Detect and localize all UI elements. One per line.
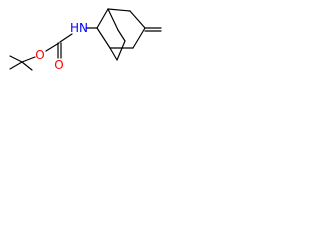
bond-tbu-c-o [21, 56, 36, 63]
bond-o-carbonyl-c [45, 42, 60, 52]
bond-c7-c8 [117, 29, 126, 42]
bond-c1-c8 [107, 8, 119, 31]
bond-carbonyl-c-n [59, 33, 73, 43]
carbonyl-oxygen-label: O [54, 58, 63, 72]
bond-c2-c3 [129, 10, 146, 29]
bond-c6-c7 [116, 40, 126, 61]
bond-c3-c4 [132, 27, 146, 49]
bond-c1-c2 [107, 8, 131, 12]
bonds [9, 8, 162, 71]
bond-tbu-c-me-lower [9, 61, 23, 70]
bond-c9-c5 [96, 27, 111, 49]
nh-label: HN [70, 21, 88, 35]
bond-tbu-c-me-right [21, 61, 33, 71]
ester-oxygen-label: O [35, 48, 44, 62]
bond-c9-c1 [96, 8, 109, 29]
bond-tbu-c-me-upper [9, 55, 23, 63]
atom-labels: HN O O [35, 21, 88, 72]
skeletal-structure: HN O O [9, 8, 162, 72]
bond-c5-c6 [109, 47, 118, 61]
